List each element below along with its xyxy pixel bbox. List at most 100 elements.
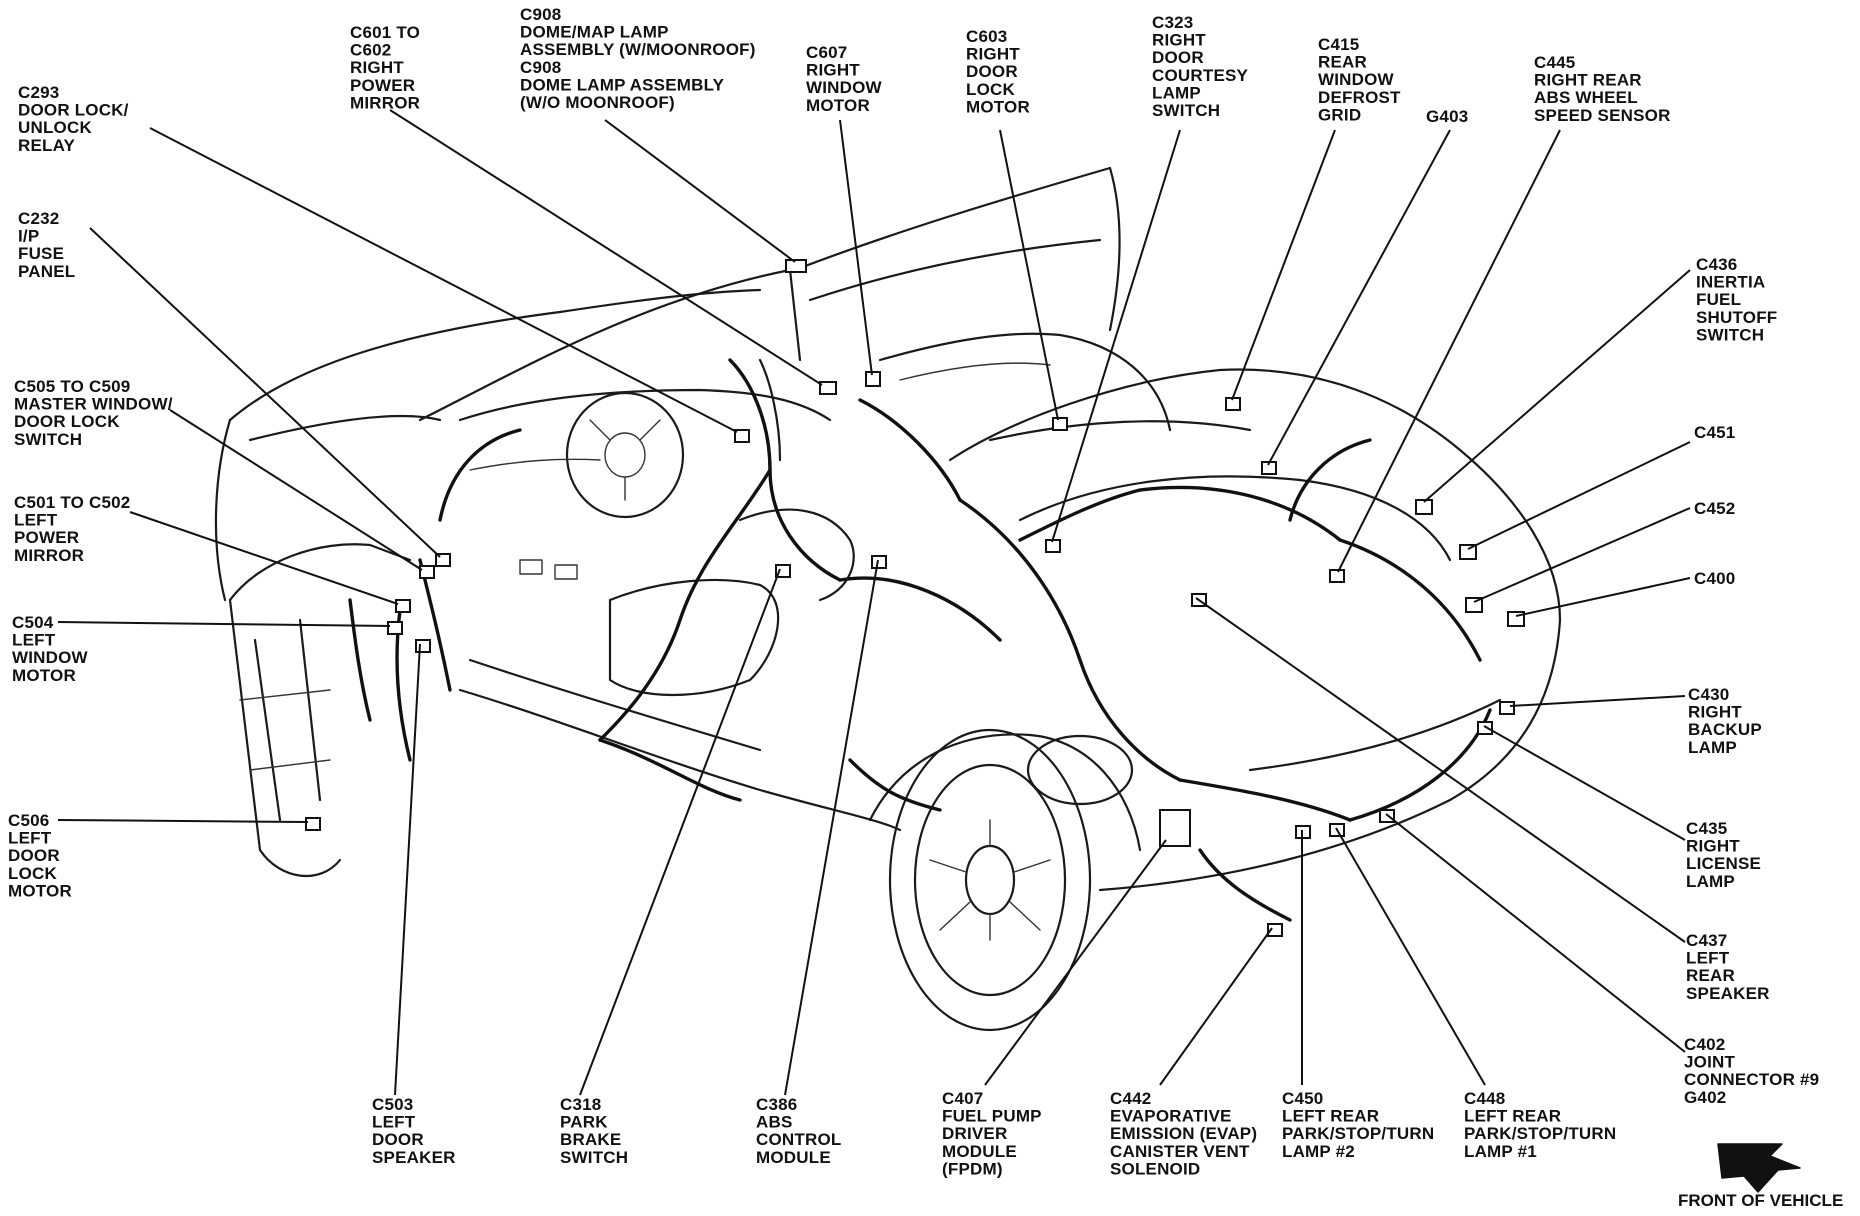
leader-c505 xyxy=(169,409,423,571)
callout-line: LEFT xyxy=(8,829,52,848)
callout-line: C450 xyxy=(1282,1089,1323,1108)
callout-line: G402 xyxy=(1684,1088,1726,1107)
callout-line: C452 xyxy=(1694,499,1735,518)
callout-line: C415 xyxy=(1318,35,1359,54)
callout-c451: C451 xyxy=(1694,423,1735,442)
callout-line: C506 xyxy=(8,811,49,830)
callout-line: LAMP #1 xyxy=(1464,1142,1537,1161)
callout-line: POWER xyxy=(14,528,79,547)
callout-line: RIGHT REAR xyxy=(1534,71,1642,90)
callout-line: C293 xyxy=(18,83,59,102)
callout-line: C318 xyxy=(560,1095,601,1114)
callout-line: PANEL xyxy=(18,262,75,281)
callout-line: DOOR LOCK/ xyxy=(18,101,129,120)
callout-line: C501 TO C502 xyxy=(14,493,130,512)
callout-line: SOLENOID xyxy=(1110,1159,1200,1178)
callout-line: C607 xyxy=(806,43,847,62)
leader-c402 xyxy=(1385,813,1686,1053)
callout-line: RIGHT xyxy=(806,61,860,80)
callout-line: C435 xyxy=(1686,819,1727,838)
callout-line: LOCK xyxy=(966,80,1015,99)
callout-line: LICENSE xyxy=(1686,854,1761,873)
callout-line: EMISSION (EVAP) xyxy=(1110,1124,1257,1143)
callout-line: INERTIA xyxy=(1696,273,1765,292)
vehicle-outline xyxy=(214,166,1562,1032)
callout-line: SWITCH xyxy=(560,1148,628,1167)
callout-line: RIGHT xyxy=(966,45,1020,64)
callout-line: BACKUP xyxy=(1688,720,1762,739)
callout-line: BRAKE xyxy=(560,1130,621,1149)
callout-line: REAR xyxy=(1686,966,1735,985)
connector-c504 xyxy=(387,621,403,635)
callout-line: DEFROST xyxy=(1318,88,1401,107)
callout-c452: C452 xyxy=(1694,499,1735,518)
callout-line: MOTOR xyxy=(8,881,72,900)
callout-g403: G403 xyxy=(1426,107,1468,126)
callout-line: SPEAKER xyxy=(1686,984,1770,1003)
callout-line: C451 xyxy=(1694,423,1735,442)
leader-c437 xyxy=(1195,597,1686,943)
leader-c293 xyxy=(149,127,738,433)
callout-line: REAR xyxy=(1318,53,1367,72)
callout-line: C448 xyxy=(1464,1089,1505,1108)
connector-c601 xyxy=(819,381,837,395)
callout-line: DOOR xyxy=(8,846,60,865)
callout-line: C430 xyxy=(1688,685,1729,704)
callout-line: RIGHT xyxy=(1686,837,1740,856)
callout-line: CANISTER VENT xyxy=(1110,1142,1250,1161)
callout-line: LOCK xyxy=(8,864,57,883)
connector-c505 xyxy=(419,565,435,579)
connector-c501 xyxy=(395,599,411,613)
callout-line: FUEL xyxy=(1696,290,1741,309)
callout-line: MOTOR xyxy=(806,96,870,115)
callout-line: C407 xyxy=(942,1089,983,1108)
front-of-vehicle-indicator: FRONT OF VEHICLE xyxy=(1678,1143,1843,1210)
callout-line: CONTROL xyxy=(756,1130,841,1149)
leader-c232 xyxy=(89,227,441,558)
callout-line: LAMP #2 xyxy=(1282,1142,1355,1161)
connector-c451 xyxy=(1459,544,1477,560)
callout-line: PARK xyxy=(560,1113,608,1132)
callout-line: SHUTOFF xyxy=(1696,308,1777,327)
callout-line: C603 xyxy=(966,27,1007,46)
leader-c908 xyxy=(604,119,796,263)
callout-line: C601 TO xyxy=(350,23,420,42)
connector-c603 xyxy=(1052,417,1068,431)
callout-line: LEFT REAR xyxy=(1464,1107,1561,1126)
callout-line: MODULE xyxy=(756,1148,831,1167)
callout-line: C504 xyxy=(12,613,54,632)
callout-line: SPEED SENSOR xyxy=(1534,106,1671,125)
callout-line: C400 xyxy=(1694,569,1735,588)
leader-c506 xyxy=(57,819,309,823)
callout-line: LAMP xyxy=(1686,872,1735,891)
leader-c435 xyxy=(1483,725,1686,841)
callout-line: C503 xyxy=(372,1095,413,1114)
callout-line: LEFT xyxy=(12,631,56,650)
leader-c451 xyxy=(1467,441,1691,550)
callout-line: CONNECTOR #9 xyxy=(1684,1070,1819,1089)
callout-line: ABS WHEEL xyxy=(1534,88,1638,107)
callout-line: MASTER WINDOW/ xyxy=(14,395,173,414)
callout-line: LEFT xyxy=(1686,949,1730,968)
callout-line: DOME/MAP LAMP xyxy=(520,23,669,42)
leader-g403 xyxy=(1267,129,1451,466)
connector-c435 xyxy=(1477,721,1493,735)
leader-c448 xyxy=(1335,827,1486,1086)
connector-c908 xyxy=(785,259,807,273)
callout-line: RELAY xyxy=(18,136,76,155)
callout-line: PARK/STOP/TURN xyxy=(1282,1124,1434,1143)
callout-line: C232 xyxy=(18,209,59,228)
callout-line: C908 xyxy=(520,58,561,77)
